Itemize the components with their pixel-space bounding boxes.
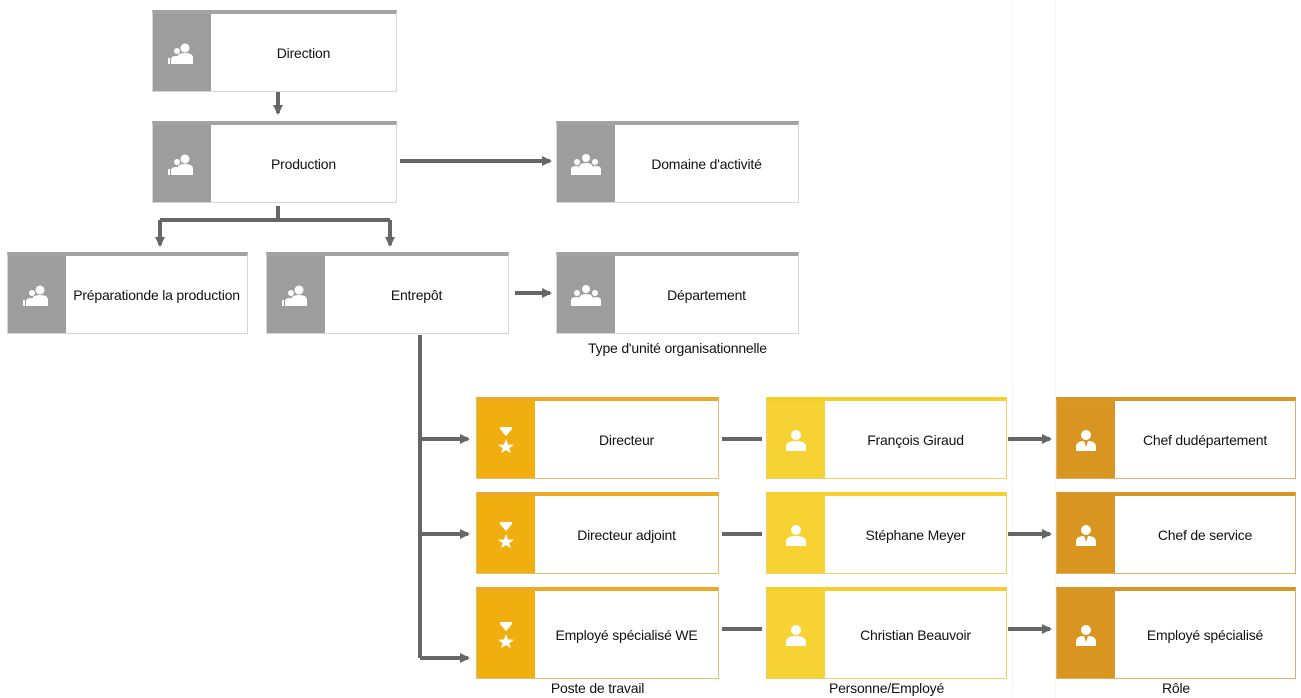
person-icon <box>767 401 825 478</box>
hourglass-star-icon <box>477 401 535 478</box>
person-icon <box>767 496 825 573</box>
branch-production <box>160 206 390 222</box>
node-label: Production <box>271 155 336 172</box>
guide-line <box>1012 0 1013 698</box>
node-label: Chef dudépartement <box>1142 431 1268 448</box>
node-label: Domaine d'activité <box>651 155 762 172</box>
guide-line <box>1055 0 1056 698</box>
group-icon <box>153 125 211 202</box>
hourglass-star-icon <box>477 591 535 678</box>
node-label: Chef de service <box>1157 526 1253 543</box>
node-label: Employé spécialisé <box>1146 626 1264 643</box>
node-francois-giraud[interactable]: François Giraud <box>766 397 1007 479</box>
node-chef-service[interactable]: Chef de service <box>1056 492 1296 574</box>
node-label: Employé spécialisé WE <box>555 626 698 643</box>
node-departement[interactable]: Département <box>556 252 799 334</box>
hourglass-star-icon <box>477 496 535 573</box>
node-label: Direction <box>276 44 331 61</box>
role-person-icon <box>1057 591 1115 678</box>
caption-role: Rôle <box>1162 680 1190 696</box>
node-label: François Giraud <box>867 431 964 448</box>
node-chef-departement[interactable]: Chef dudépartement <box>1056 397 1296 479</box>
group-icon <box>557 256 615 333</box>
caption-org-unit-type: Type d'unité organisationnelle <box>588 340 767 356</box>
node-domaine-activite[interactable]: Domaine d'activité <box>556 121 799 203</box>
node-direction[interactable]: Direction <box>152 10 397 92</box>
caption-personne: Personne/Employé <box>828 680 945 696</box>
role-person-icon <box>1057 401 1115 478</box>
node-label: Directeur <box>599 431 654 448</box>
group-icon <box>8 256 66 333</box>
node-label: Entrepôt <box>390 286 443 303</box>
caption-poste: Poste de travail <box>550 680 645 696</box>
node-directeur[interactable]: Directeur <box>476 397 719 479</box>
node-label: Directeur adjoint <box>577 526 676 543</box>
node-preparation[interactable]: Préparationde la production <box>7 252 248 334</box>
node-label: Christian Beauvoir <box>860 626 971 643</box>
group-icon <box>153 14 211 91</box>
node-label: Préparationde la production <box>73 286 240 303</box>
group-icon <box>267 256 325 333</box>
node-label: Stéphane Meyer <box>865 526 966 543</box>
node-directeur-adjoint[interactable]: Directeur adjoint <box>476 492 719 574</box>
node-employe-specialise-we[interactable]: Employé spécialisé WE <box>476 587 719 679</box>
person-icon <box>767 591 825 678</box>
node-stephane-meyer[interactable]: Stéphane Meyer <box>766 492 1007 574</box>
node-label: Département <box>667 286 746 303</box>
node-entrepot[interactable]: Entrepôt <box>266 252 509 334</box>
node-christian-beauvoir[interactable]: Christian Beauvoir <box>766 587 1007 679</box>
role-person-icon <box>1057 496 1115 573</box>
node-employe-specialise[interactable]: Employé spécialisé <box>1056 587 1296 679</box>
node-production[interactable]: Production <box>152 121 397 203</box>
group-icon <box>557 125 615 202</box>
